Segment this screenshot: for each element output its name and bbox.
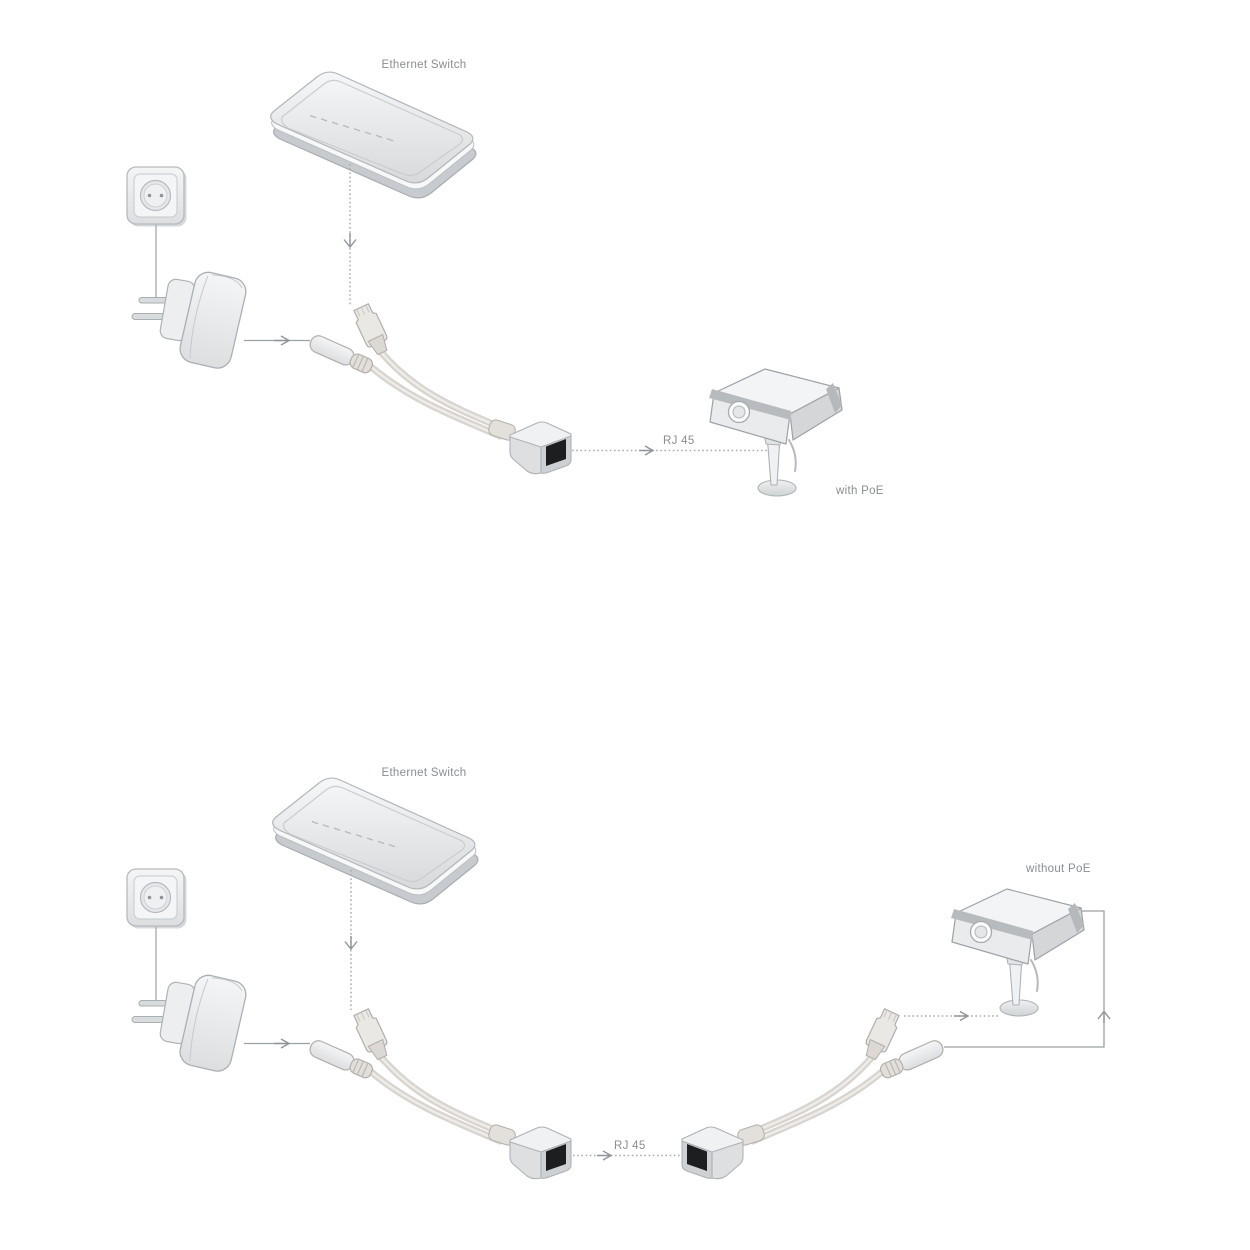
rj45-arrow-icon xyxy=(597,1150,613,1161)
power-adapter-icon xyxy=(131,971,250,1075)
diagram-with-poe: Ethernet Switch RJ 45 with PoE xyxy=(126,59,884,497)
ethernet-switch-icon xyxy=(273,778,478,904)
ip-camera-icon xyxy=(708,368,843,497)
poe-mode-label: with PoE xyxy=(835,485,884,497)
rj45-label: RJ 45 xyxy=(614,1140,646,1152)
diagram-without-poe: Ethernet Switch RJ 45 without PoE xyxy=(126,767,1111,1179)
ip-camera-icon xyxy=(950,888,1085,1017)
ethernet-switch-label: Ethernet Switch xyxy=(381,767,466,779)
ethernet-switch-icon xyxy=(271,72,476,198)
wall-socket-icon xyxy=(126,868,188,930)
camera-power-line xyxy=(944,910,1105,1048)
ethernet-arrow-icon xyxy=(344,936,358,951)
ethernet-arrow-icon xyxy=(343,233,357,249)
rj45-label: RJ 45 xyxy=(663,435,695,447)
poe-mode-label: without PoE xyxy=(1025,863,1091,875)
camera-power-arrow-icon xyxy=(1097,1010,1111,1023)
poe-splitter-cable-right-icon xyxy=(682,1008,945,1179)
wall-socket-icon xyxy=(126,166,188,228)
camera-ethernet-arrow-icon xyxy=(954,1010,970,1022)
power-adapter-icon xyxy=(131,268,250,372)
poe-splitter-cable-left-icon xyxy=(308,1008,571,1179)
power-arrow-icon xyxy=(274,335,291,346)
poe-injector-cable-icon xyxy=(308,303,571,474)
ethernet-switch-label: Ethernet Switch xyxy=(381,59,466,71)
power-arrow-icon xyxy=(274,1038,291,1049)
rj45-arrow-icon xyxy=(639,445,655,456)
